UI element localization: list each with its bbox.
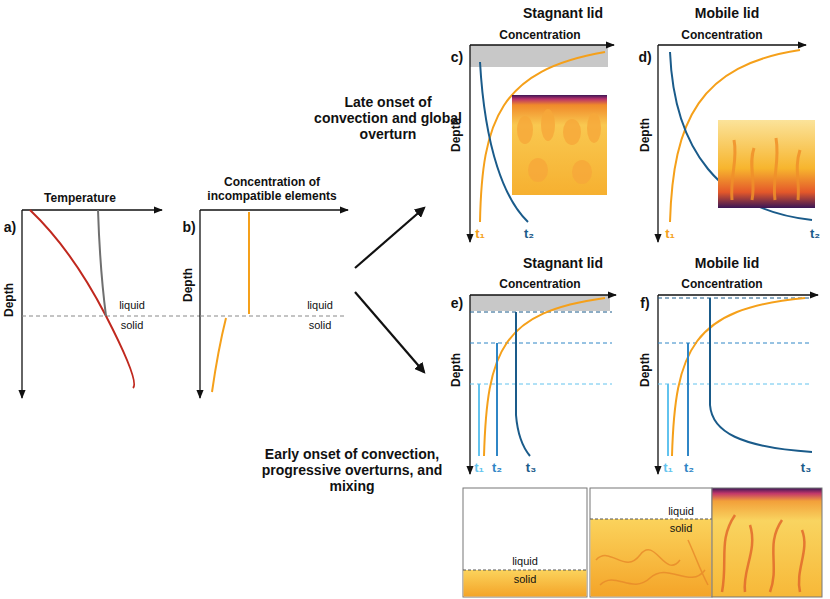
panel-d [658, 45, 815, 242]
time-label: t₂ [524, 227, 534, 242]
panel-letter: c) [451, 49, 463, 65]
time-label: t₃ [801, 461, 811, 476]
scenario-label: Late onset of convection and global over… [313, 94, 463, 142]
panel-c [470, 45, 614, 242]
time-label: t₂ [810, 227, 820, 242]
panel-letter: e) [451, 295, 463, 311]
time-label: t₃ [526, 461, 536, 476]
axis-label: Depth [639, 353, 653, 387]
axis-label: Depth [3, 283, 17, 317]
panel-letter: d) [638, 49, 651, 65]
axis-label: Concentration of incompatible elements [202, 176, 342, 204]
snapshot-1 [463, 488, 587, 597]
axis-label: Depth [639, 118, 653, 152]
panel-title: Mobile lid [695, 5, 760, 21]
axis-label: Depth [450, 353, 464, 387]
axis-label: Concentration [499, 278, 580, 292]
panel-title: Stagnant lid [523, 255, 603, 271]
panel-b [200, 210, 348, 398]
panel-title: Stagnant lid [523, 5, 603, 21]
axis-label: Concentration [499, 29, 580, 43]
phase-label: liquid [668, 505, 694, 518]
phase-label: solid [514, 573, 537, 586]
phase-label: solid [309, 319, 332, 332]
panel-letter: a) [4, 219, 16, 235]
time-label: t₁ [663, 461, 673, 476]
phase-label: solid [670, 522, 693, 535]
panel-letter: f) [640, 295, 649, 311]
time-label: t₁ [474, 461, 484, 476]
snapshot-3 [712, 488, 822, 597]
time-label: t₁ [665, 227, 675, 242]
axis-label: Depth [182, 268, 196, 302]
branch-arrows [355, 208, 424, 372]
panel-title: Mobile lid [695, 255, 760, 271]
phase-label: liquid [119, 299, 145, 312]
axis-label: Concentration [681, 278, 762, 292]
axis-label: Concentration [681, 29, 762, 43]
phase-label: liquid [512, 555, 538, 568]
time-label: t₁ [475, 227, 485, 242]
time-label: t₂ [684, 461, 694, 476]
panel-e [470, 295, 616, 474]
panel-f [658, 295, 818, 474]
axis-label: Temperature [44, 192, 116, 206]
time-label: t₂ [492, 461, 502, 476]
panel-letter: b) [182, 219, 195, 235]
phase-label: liquid [307, 299, 333, 312]
panel-a [22, 210, 200, 398]
phase-label: solid [121, 319, 144, 332]
scenario-label: Early onset of convection, progressive o… [250, 446, 455, 494]
snapshot-2 [590, 488, 712, 597]
